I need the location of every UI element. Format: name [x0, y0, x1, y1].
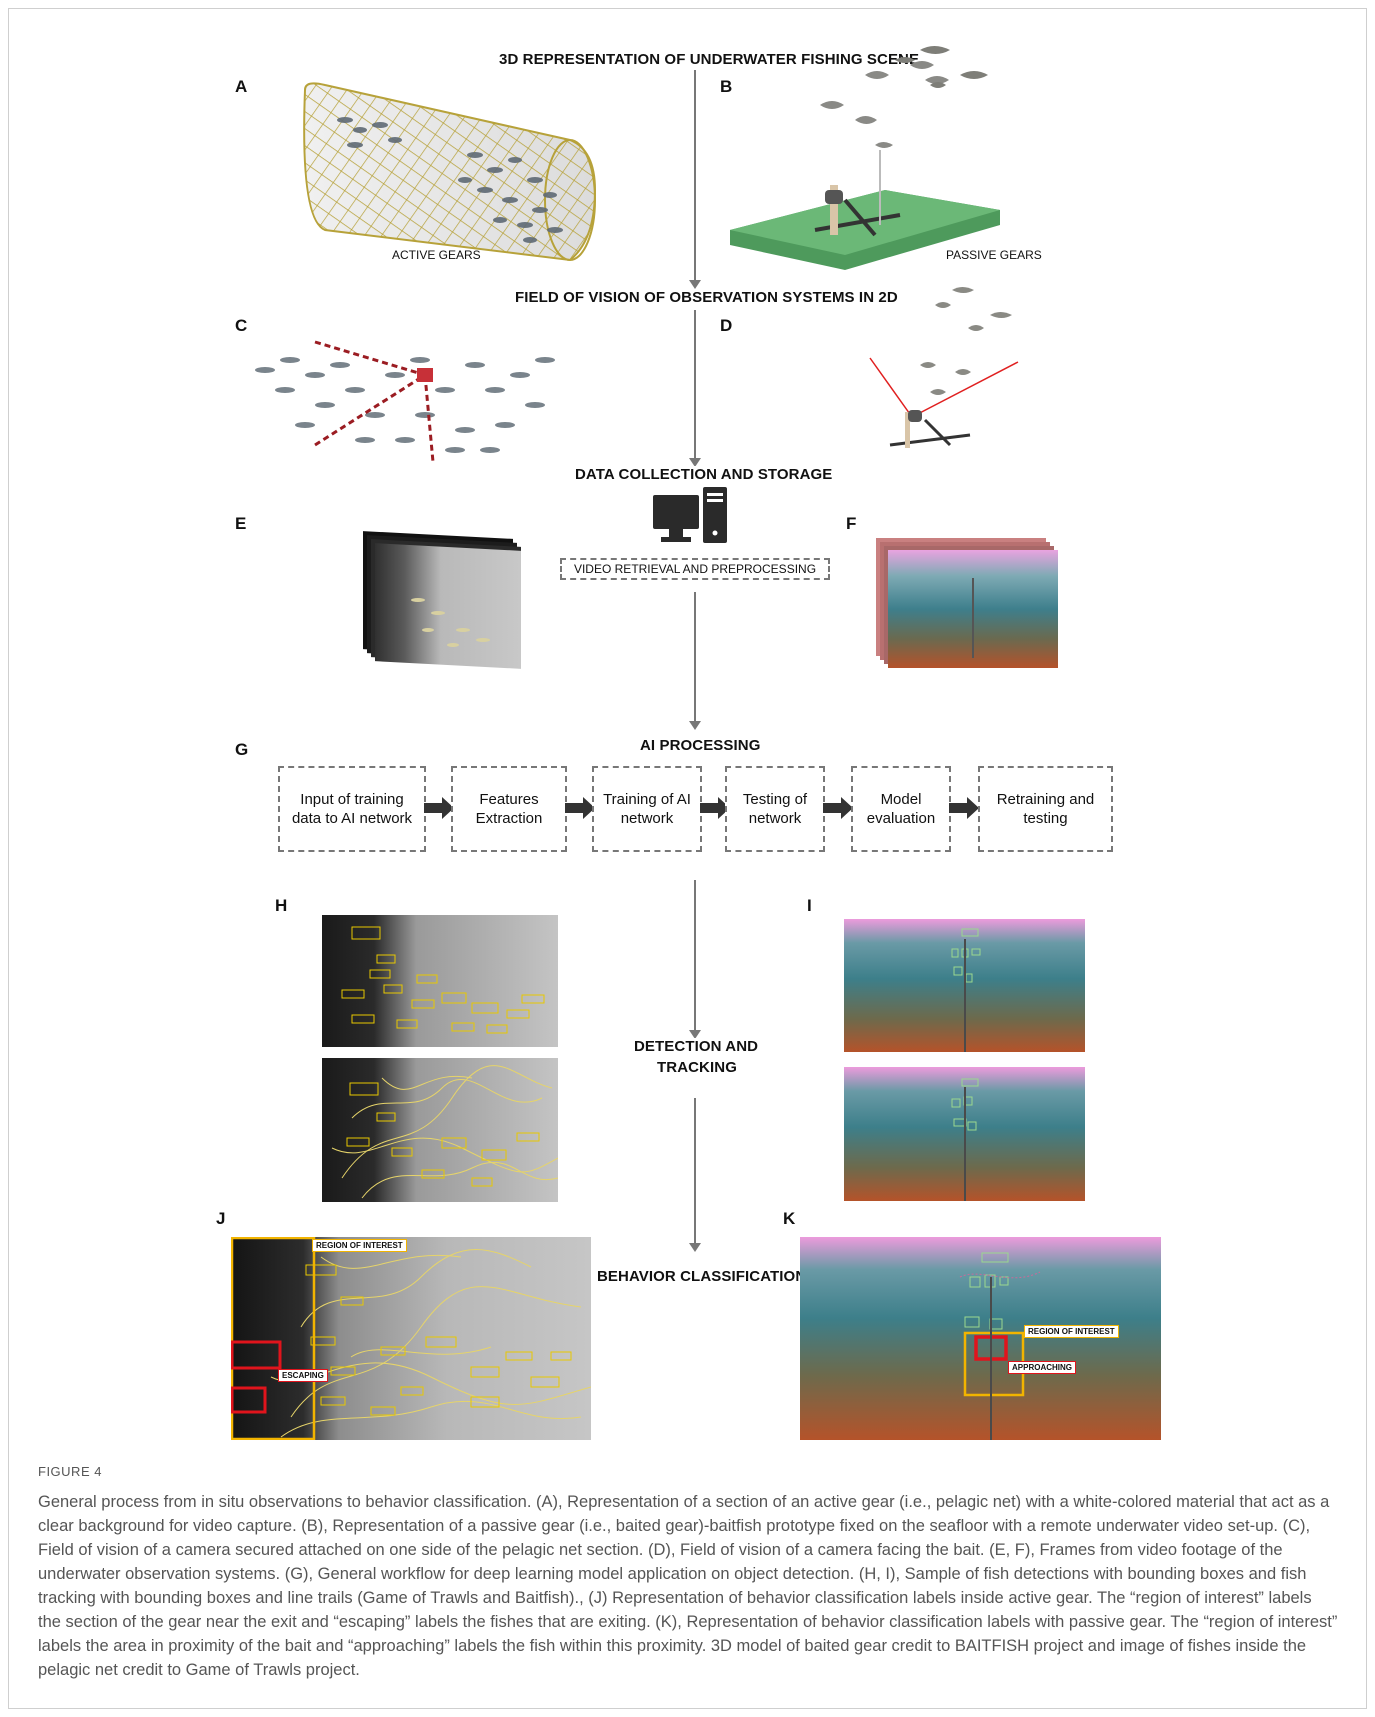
panel-label-c: C: [235, 316, 248, 335]
video-retrieval-box: VIDEO RETRIEVAL AND PREPROCESSING: [560, 558, 830, 580]
panel-label-a: A: [235, 77, 248, 96]
detection-frame-passive: [844, 919, 1085, 1052]
panel-label-b: B: [720, 77, 733, 96]
flow-arrow-5: [689, 1243, 701, 1252]
tracking-frame-passive: [844, 1067, 1085, 1201]
figure-frame: [8, 8, 1367, 1709]
workflow-arrow-5: [949, 797, 979, 819]
pelagic-net-illustration: [303, 82, 597, 262]
flow-arrow-4: [689, 1030, 701, 1039]
heading-detection-line2: TRACKING: [653, 1059, 741, 1076]
panel-label-g: G: [235, 740, 249, 759]
heading-field-of-vision: FIELD OF VISION OF OBSERVATION SYSTEMS I…: [511, 289, 902, 306]
flow-line-2: [694, 310, 696, 460]
flow-line-4: [694, 880, 696, 1030]
fish-school-top: [895, 46, 988, 88]
heading-data-collection: DATA COLLECTION AND STORAGE: [571, 466, 837, 483]
escaping-label: ESCAPING: [278, 1369, 328, 1382]
panel-label-j: J: [216, 1209, 226, 1228]
active-gears-label: ACTIVE GEARS: [392, 248, 481, 262]
roi-label-active: REGION OF INTEREST: [312, 1239, 407, 1252]
net-camera-fov: [255, 340, 555, 463]
heading-3d-scene: 3D REPRESENTATION OF UNDERWATER FISHING …: [495, 51, 924, 68]
panel-label-d: D: [720, 316, 733, 335]
workflow-arrow-4: [823, 797, 853, 819]
behavior-frame-active: [231, 1237, 591, 1440]
heading-behavior: BEHAVIOR CLASSIFICATION: [593, 1268, 811, 1285]
panel-label-k: K: [783, 1209, 796, 1228]
flow-line-1: [694, 70, 696, 280]
detection-frame-active: [322, 915, 558, 1047]
behavior-frame-passive: [800, 1237, 1161, 1440]
flow-arrow-3: [689, 721, 701, 730]
passive-gears-label: PASSIVE GEARS: [946, 248, 1042, 262]
heading-detection-line1: DETECTION AND: [630, 1038, 763, 1055]
flow-line-3: [694, 592, 696, 722]
workflow-arrow-3: [700, 797, 730, 819]
workflow-arrow-1: [424, 797, 454, 819]
baited-gear-illustration: [730, 61, 1000, 270]
figure-caption: FIGURE 4 General process from in situ ob…: [38, 1460, 1338, 1682]
tracking-frame-active: [322, 1058, 558, 1202]
panel-label-f: F: [846, 514, 857, 533]
bait-camera-fov: [869, 287, 1019, 448]
caption-text: General process from in situ observation…: [38, 1493, 1338, 1679]
panel-label-h: H: [275, 896, 288, 915]
approaching-label: APPROACHING: [1008, 1361, 1077, 1374]
computer-icon: [653, 487, 727, 543]
flow-arrow-2: [689, 458, 701, 467]
panel-label-e: E: [235, 514, 247, 533]
roi-label-passive: REGION OF INTEREST: [1024, 1325, 1119, 1338]
panel-label-i: I: [807, 896, 812, 915]
flow-arrow-1: [689, 280, 701, 289]
figure-number: FIGURE 4: [38, 1464, 102, 1479]
workflow-arrow-2: [565, 797, 595, 819]
passive-gear-frame-stack: [876, 538, 1061, 673]
video-retrieval-label: VIDEO RETRIEVAL AND PREPROCESSING: [573, 562, 817, 576]
heading-ai-processing: AI PROCESSING: [636, 737, 765, 754]
flow-line-5: [694, 1098, 696, 1243]
active-gear-frame-stack: [363, 531, 521, 670]
